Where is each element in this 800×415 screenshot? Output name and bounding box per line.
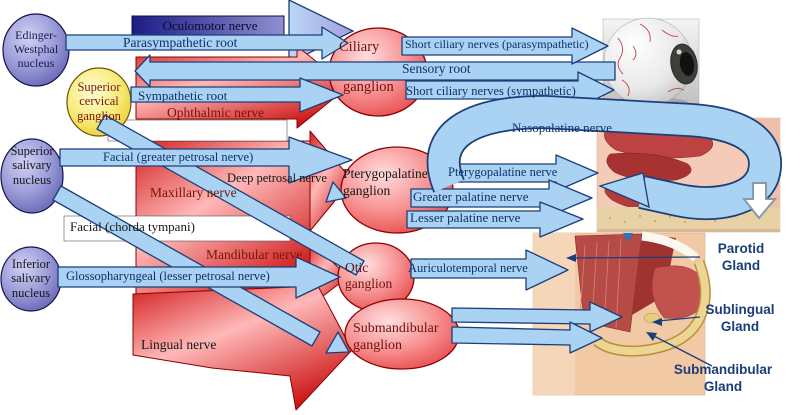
parasympathetic-root-arrow [65,26,349,60]
otic-ganglion-label: Otic ganglion [345,260,393,292]
eye-vessels [617,23,685,97]
lesser-palatine-label: Lesser palatine nerve [410,210,521,225]
white-down-arrow [741,182,778,220]
lingual-nerve-arrow [132,285,353,411]
submandibular-to-sublingual-arrow [451,301,623,333]
pterygopalatine-nerve-label: Pterygopalatine nerve [448,165,558,179]
ophthalmic-label: Ophthalmic nerve [167,105,265,120]
small-blue-marker [623,233,633,242]
glossopharyngeal-label: Glossopharyngeal (lesser petrosal nerve) [66,269,270,283]
short-ciliary-parasympathetic-arrow [401,27,609,65]
pterygopalatine-ganglion-label: Pterygopalatine ganglion [343,166,428,198]
submandibular-to-gland-arrow [451,321,603,354]
mandibular-label: Mandibular nerve [206,247,303,262]
facial-chorda-label: Facial (chorda tympani) [70,219,195,234]
superior-cervical-label: Superior cervical ganglion [77,80,121,123]
parotid-gland-label: Parotid Gland [717,241,765,273]
lingual-label: Lingual nerve [141,337,217,352]
oculomotor-label: Oculomotor nerve [162,18,258,33]
facial-greater-petrosal-label: Facial (greater petrosal nerve) [103,150,254,164]
greater-palatine-label: Greater palatine nerve [413,189,529,204]
edinger-westphal-label: Edinger- Westphal nucleus [13,28,59,70]
ciliary-label-bottom: ganglion [343,79,394,95]
maxillary-label: Maxillary nerve [150,185,237,200]
blue-arrows-lower [410,249,623,354]
gland-pointers [566,254,713,367]
facial-greater-petrosal-arrow [59,136,353,184]
eyeball-photo [602,17,700,111]
glossopharyngeal-arrow [57,256,341,299]
superior-salivary-label: Superior salivary nucleus [10,144,54,187]
submandibular-pointer-line [649,333,713,367]
tongue [651,265,709,319]
nasopalatine-arrow [426,94,782,220]
deep-petrosal-label: Deep petrosal nerve [227,171,327,185]
sensory-root-label: Sensory root [402,61,471,76]
short-ciliary-sympathetic-label: Short ciliary nerves (sympathetic) [406,84,576,98]
submandibular-gland-label: Submandibular Gland [673,362,773,394]
eye-pupil [679,52,695,76]
lesser-palatine-arrow [406,201,584,238]
inferior-salivary-label: Inferior salivary nucleus [11,257,51,300]
blue-nerve-arrows [52,26,616,354]
nasopalatine-arrowhead [598,172,650,209]
sensory-root-arrow [134,54,616,88]
pterygopalatine-nerve-arrow [445,154,599,192]
teeth [641,231,700,262]
sympathetic-root-arrow [130,77,344,113]
auriculotemporal-label: Auriculotemporal nerve [408,261,528,275]
deep-petrosal-head [325,181,347,203]
short-ciliary-parasympathetic-label: Short ciliary nerves (parasympathetic) [405,37,589,51]
sublingual-pointer-line [657,316,701,322]
parotid-pointer-line [571,256,701,259]
submandibular-ganglion-label: Submandibular ganglion [353,321,439,353]
superior-salivary-nucleus [0,138,64,214]
auriculotemporal-arrow [410,249,569,291]
sublingual-gland-label: Sublingual Gland [705,302,775,334]
nasopalatine-label: Nasopalatine nerve [512,120,612,135]
chorda-tympani-head [325,331,350,354]
mandible [594,260,710,356]
ciliary-label-top: Ciliary [339,39,380,55]
parasympathetic-root-label: Parasympathetic root [123,35,238,50]
sympathetic-root-label: Sympathetic root [138,88,228,103]
